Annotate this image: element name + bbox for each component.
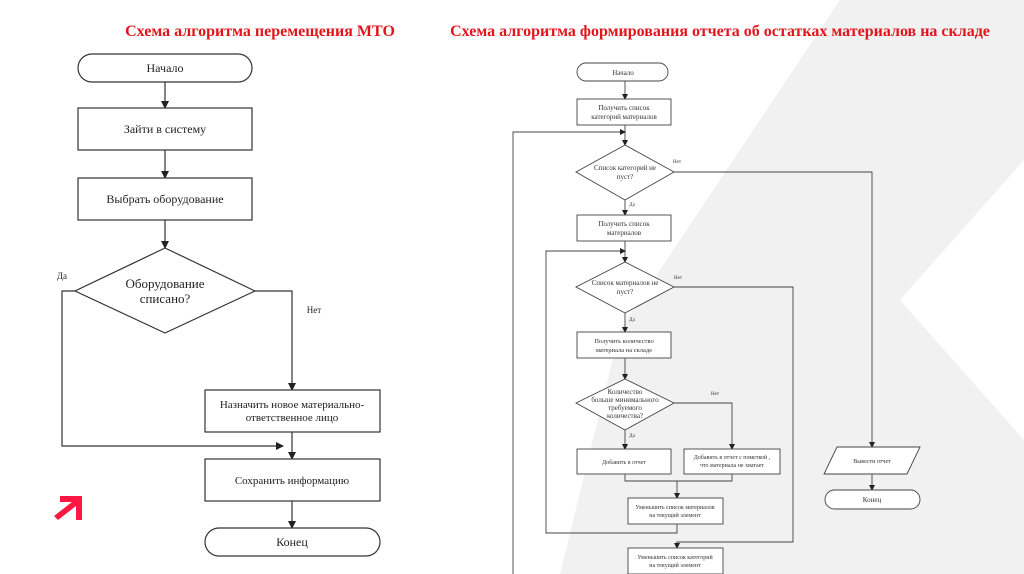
left-flowchart bbox=[61, 53, 381, 557]
left-decision-label-2: списано? bbox=[140, 291, 191, 306]
right-get-materials-label-2: материалов bbox=[607, 229, 642, 237]
left-assign-label-2: ответственное лицо bbox=[246, 412, 339, 424]
right-qty-decision-label-2: больше минимального bbox=[591, 396, 659, 404]
right-add-mark-label-2: что материала не хватает bbox=[700, 463, 764, 469]
left-save-label: Сохранить информацию bbox=[235, 475, 349, 487]
right-add-report-label: Добавить в отчет bbox=[602, 459, 646, 466]
right-get-categories-label-1: Получить список bbox=[598, 104, 650, 112]
left-save-process bbox=[204, 458, 381, 502]
right-reduce-materials-process bbox=[627, 497, 724, 525]
left-no-connector bbox=[255, 290, 296, 391]
right-add-mark-process bbox=[683, 448, 781, 475]
logo-arrow-icon bbox=[54, 496, 82, 520]
right-categories-no-connector bbox=[674, 171, 875, 448]
left-flowchart-labels: Начало Зайти в систему Выбрать оборудова… bbox=[57, 61, 365, 549]
right-qty-no-label: Нет bbox=[711, 392, 720, 397]
right-reduce-categories-process bbox=[627, 547, 724, 574]
right-outer-loop-connector bbox=[512, 129, 626, 574]
right-inner-loop-connector bbox=[545, 248, 678, 534]
right-cat-decision-label-2: пуст? bbox=[617, 173, 634, 181]
right-qty-decision-label-4: количества? bbox=[607, 412, 643, 420]
right-mat-decision-label-2: пуст? bbox=[617, 288, 634, 296]
right-mat-no-label: Нет bbox=[674, 276, 683, 281]
right-materials-no-connector bbox=[674, 286, 794, 549]
left-end-label: Конец bbox=[276, 535, 308, 549]
left-no-label: Нет bbox=[307, 305, 321, 315]
left-yes-label: Да bbox=[57, 271, 67, 281]
left-select-process bbox=[77, 177, 253, 221]
right-output-io bbox=[823, 446, 921, 475]
right-flowchart bbox=[512, 62, 921, 574]
right-start-label: Начало bbox=[612, 69, 634, 77]
left-diagram-title: Схема алгоритма перемещения МТО bbox=[125, 23, 395, 40]
left-decision bbox=[73, 247, 257, 334]
left-yes-connector bbox=[61, 290, 284, 450]
right-get-qty-label-2: материала на складе bbox=[596, 347, 652, 354]
right-end-terminator bbox=[824, 489, 921, 510]
right-get-materials-label-1: Получить список bbox=[598, 220, 650, 228]
right-qty-no-connector bbox=[674, 402, 735, 450]
right-reduce-materials-label-2: на текущий элемент bbox=[649, 512, 701, 519]
right-get-qty-label-1: Получить количество bbox=[594, 338, 654, 345]
right-flowchart-labels: Начало Получить список категорий материа… bbox=[591, 69, 891, 569]
right-start-terminator bbox=[576, 62, 669, 82]
right-reduce-categories-label-2: на текущий элемент bbox=[649, 562, 701, 569]
right-get-categories-process bbox=[576, 98, 672, 126]
right-reduce-categories-label-1: Уменьшить список категорий bbox=[637, 554, 713, 561]
right-mat-decision-label-1: Список материалов не bbox=[592, 279, 659, 287]
left-assign-label-1: Назначить новое материально- bbox=[220, 399, 365, 411]
right-cat-no-label: Нет bbox=[673, 160, 682, 165]
right-get-categories-label-2: категорий материалов bbox=[591, 113, 657, 121]
background-notch bbox=[900, 160, 1024, 440]
right-add-mark-label-1: Добавить в отчет с пометкой , bbox=[694, 454, 771, 461]
left-select-label: Выбрать оборудование bbox=[106, 192, 223, 206]
right-get-qty-process bbox=[576, 331, 672, 359]
right-output-label: Вывести отчет bbox=[853, 459, 891, 465]
right-qty-yes-label: Да bbox=[629, 434, 635, 439]
right-qty-decision-label-3: требуемого bbox=[608, 404, 642, 412]
left-end-terminator bbox=[204, 527, 381, 557]
right-qty-decision-label-1: Количество bbox=[608, 388, 643, 396]
left-login-label: Зайти в систему bbox=[124, 122, 206, 136]
left-assign-process bbox=[204, 389, 381, 433]
left-decision-label-1: Оборудование bbox=[125, 276, 204, 291]
right-diagram-title: Схема алгоритма формирования отчета об о… bbox=[450, 23, 990, 40]
right-cat-decision-label-1: Список категорий не bbox=[594, 164, 656, 172]
right-cat-yes-label: Да bbox=[629, 203, 635, 208]
right-add-report-process bbox=[576, 448, 672, 475]
right-end-label: Конец bbox=[863, 496, 882, 504]
right-get-materials-process bbox=[576, 214, 672, 242]
right-merge-connector bbox=[624, 474, 733, 482]
right-reduce-materials-label-1: Уменьшить список материалов bbox=[635, 505, 714, 511]
right-mat-yes-label: Да bbox=[629, 318, 635, 323]
left-start-label: Начало bbox=[147, 61, 184, 75]
